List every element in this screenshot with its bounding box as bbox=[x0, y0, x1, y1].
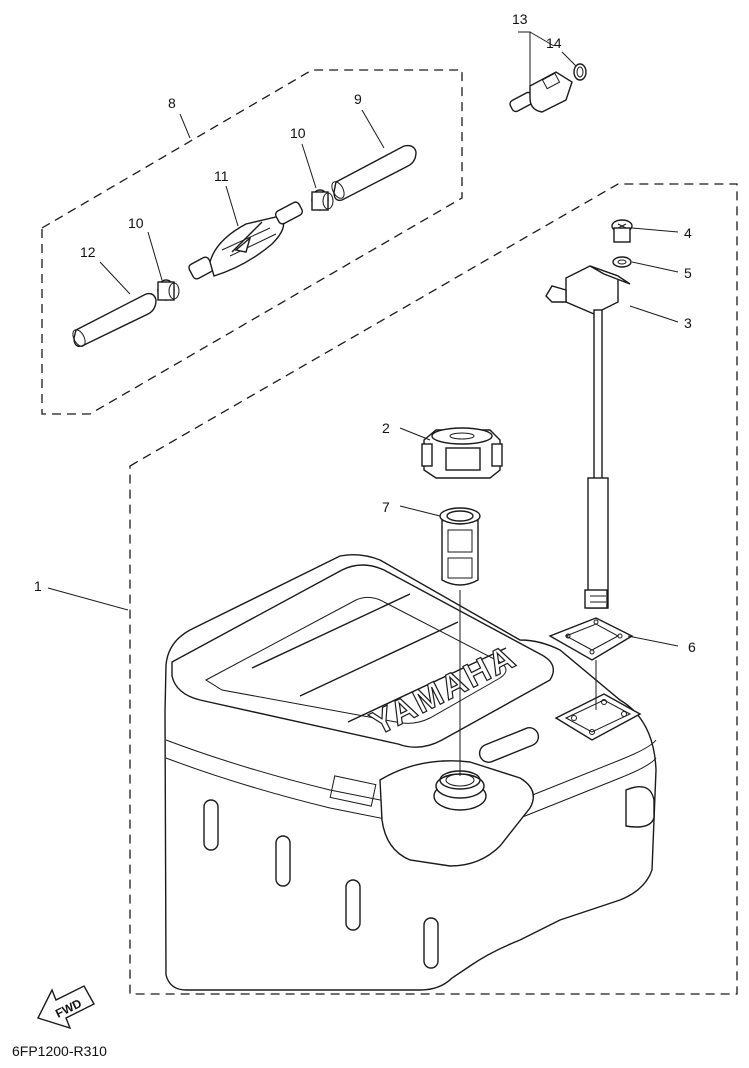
gauge-mount-pad bbox=[554, 693, 642, 741]
callout-3: 3 bbox=[684, 315, 692, 331]
hose-clip-lower[interactable] bbox=[157, 279, 180, 301]
gauge-screw[interactable] bbox=[611, 219, 633, 243]
callout-5: 5 bbox=[684, 265, 692, 281]
callout-11: 11 bbox=[214, 168, 229, 184]
fuel-gauge[interactable] bbox=[545, 265, 631, 609]
callout-9: 9 bbox=[354, 91, 362, 107]
leader-lines bbox=[47, 31, 679, 647]
callout-1: 1 bbox=[34, 578, 42, 594]
group-box-fuel-hose-assy bbox=[41, 69, 463, 415]
callout-13: 13 bbox=[512, 11, 528, 27]
fuel-hose-upper[interactable] bbox=[329, 144, 417, 202]
callout-4: 4 bbox=[684, 225, 692, 241]
gauge-washer[interactable] bbox=[612, 256, 632, 268]
primer-bulb[interactable] bbox=[188, 201, 304, 281]
tank-filler-neck bbox=[433, 770, 487, 811]
connector-o-ring[interactable] bbox=[573, 63, 587, 81]
fuel-strainer[interactable] bbox=[439, 507, 481, 586]
gauge-gasket[interactable] bbox=[548, 617, 634, 661]
callout-6: 6 bbox=[688, 639, 696, 655]
fuel-tank-cap[interactable] bbox=[421, 427, 503, 479]
callout-12: 12 bbox=[80, 244, 96, 260]
callouts: 1 2 3 4 5 6 7 8 9 10 10 11 12 13 14 bbox=[34, 11, 696, 655]
hose-clip-upper[interactable] bbox=[311, 189, 334, 211]
callout-14: 14 bbox=[546, 35, 562, 51]
group-box-fuel-tank-assy bbox=[129, 183, 738, 995]
fuel-hose-lower[interactable] bbox=[70, 292, 157, 349]
callout-10-lower: 10 bbox=[128, 215, 144, 231]
callout-2: 2 bbox=[382, 420, 390, 436]
fuel-tank[interactable]: YAMAHA bbox=[164, 553, 657, 991]
fwd-arrow-icon: FWD bbox=[37, 985, 95, 1030]
drawing-code: 6FP1200-R310 bbox=[12, 1043, 107, 1059]
callout-8: 8 bbox=[168, 95, 176, 111]
callout-10-upper: 10 bbox=[290, 125, 306, 141]
fuel-connector[interactable] bbox=[509, 71, 573, 113]
callout-7: 7 bbox=[382, 499, 390, 515]
